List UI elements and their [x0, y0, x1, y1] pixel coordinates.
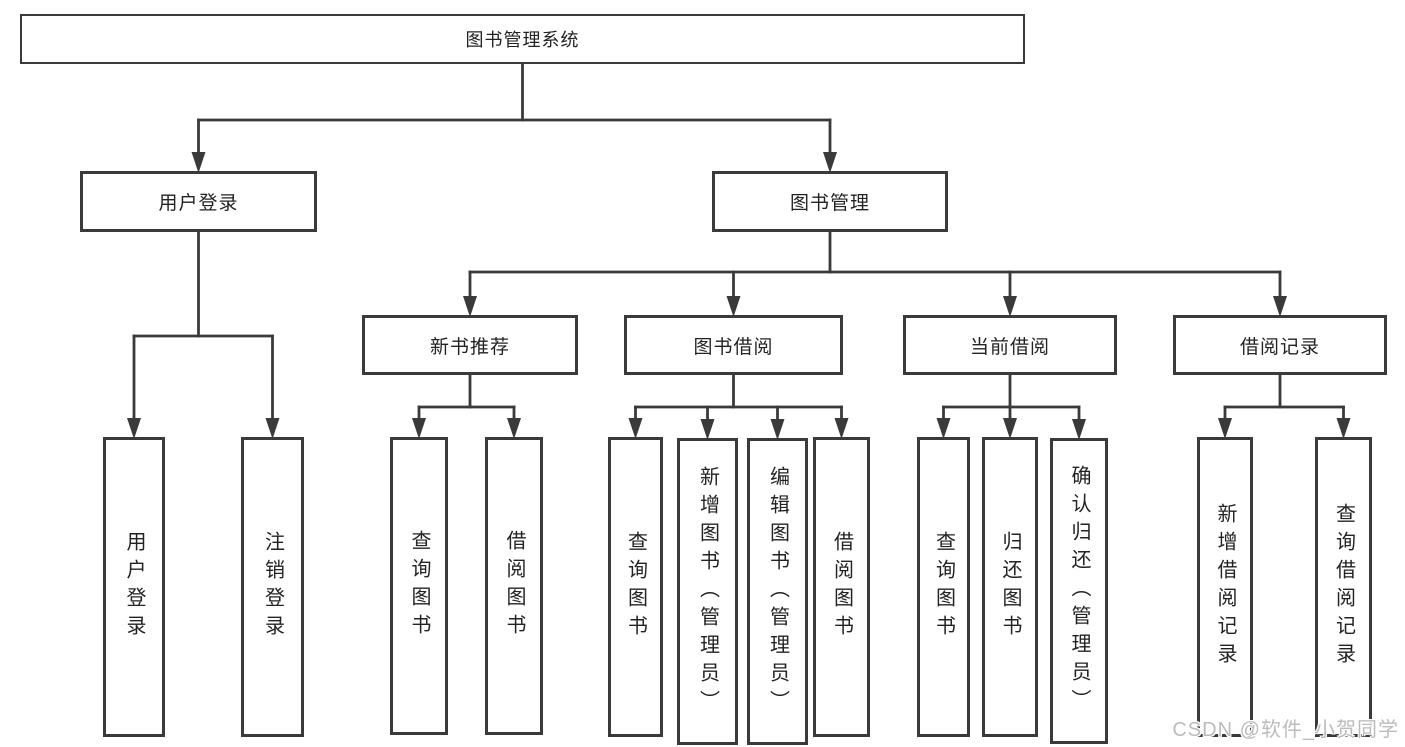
- node-new-book-recommendation: 新书推荐: [362, 315, 578, 375]
- watermark: CSDN @软件_小贺同学: [1172, 719, 1399, 741]
- leaf-logout: 注销登录: [241, 437, 304, 737]
- leaf-add-books-admin: 新增图书（管理员）: [677, 438, 738, 745]
- leaf-query-books-borrowing: 查询图书: [608, 437, 663, 737]
- leaf-user-login: 用户登录: [103, 437, 165, 737]
- leaf-edit-books-admin: 编辑图书（管理员）: [747, 438, 808, 745]
- leaf-confirm-return-admin: 确认归还（管理员）: [1050, 438, 1108, 744]
- node-borrow-records: 借阅记录: [1173, 315, 1387, 375]
- node-root-library-management-system: 图书管理系统: [20, 14, 1025, 64]
- node-book-management: 图书管理: [712, 171, 948, 232]
- leaf-query-borrow-record: 查询借阅记录: [1315, 437, 1372, 737]
- leaf-borrow-books-new: 借阅图书: [485, 437, 543, 735]
- leaf-return-books: 归还图书: [982, 437, 1038, 737]
- node-book-borrowing: 图书借阅: [624, 315, 843, 375]
- node-current-borrowing: 当前借阅: [903, 315, 1117, 375]
- leaf-query-books-new: 查询图书: [390, 437, 448, 735]
- leaf-borrow-books-borrowing: 借阅图书: [813, 437, 870, 737]
- leaf-add-borrow-record: 新增借阅记录: [1197, 437, 1253, 737]
- node-user-login: 用户登录: [80, 171, 317, 232]
- leaf-query-books-current: 查询图书: [917, 437, 970, 737]
